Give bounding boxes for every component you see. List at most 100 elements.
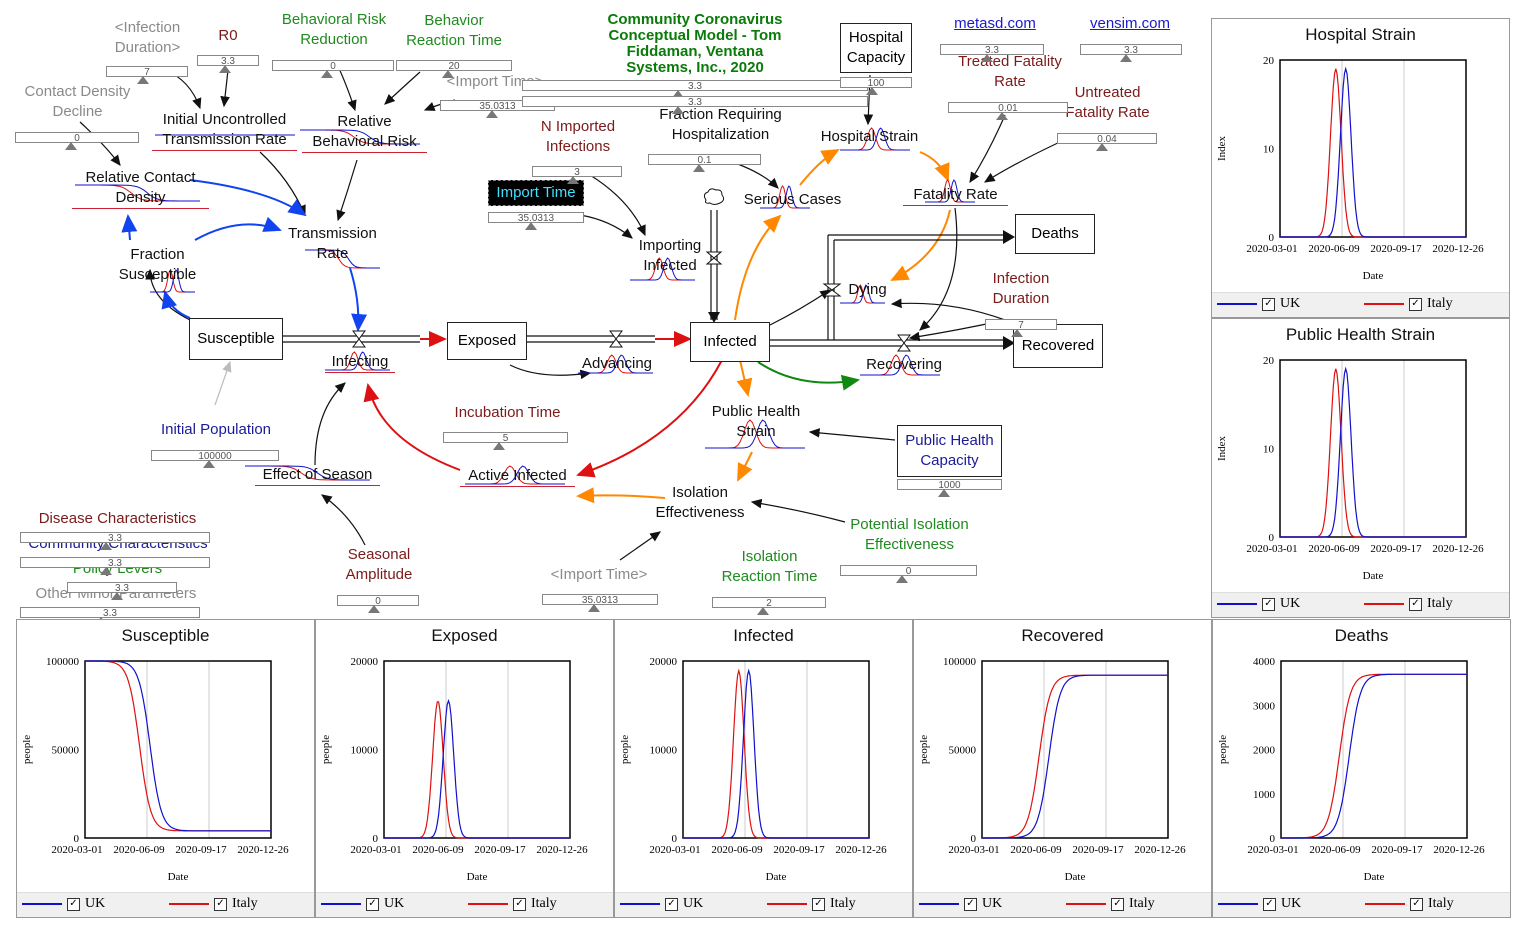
chart-title: Recovered (1021, 626, 1104, 645)
x-tick-label: 2020-06-09 (1010, 844, 1062, 856)
slider-thumb[interactable] (1119, 54, 1132, 62)
legend-item[interactable]: ✓Italy (1066, 896, 1155, 912)
legend-label: UK (1280, 596, 1301, 611)
slider-thumb[interactable] (367, 605, 380, 613)
legend-swatch (1364, 603, 1404, 605)
legend-checkbox[interactable]: ✓ (665, 897, 678, 911)
slider-thumb[interactable] (99, 542, 112, 550)
slider-thumb[interactable] (218, 65, 231, 73)
legend-item[interactable]: ✓Italy (468, 896, 557, 912)
x-tick-label: 2020-09-17 (773, 844, 825, 856)
slider-title-b[interactable]: 3.3 (522, 96, 868, 108)
label-transmission-rate: Transmission Rate (288, 225, 377, 262)
slider-thumb[interactable] (485, 110, 498, 118)
slider-thumb[interactable] (566, 176, 579, 184)
slider-thumb[interactable] (64, 142, 77, 150)
infected-stock[interactable]: Infected (690, 322, 770, 362)
vensim-link[interactable]: vensim.com (1089, 15, 1171, 32)
slider-potential-isolation[interactable]: 0 (840, 565, 977, 577)
x-tick-label: 2020-09-17 (1370, 543, 1422, 555)
deaths-stock[interactable]: Deaths (1015, 214, 1095, 254)
legend-item[interactable]: ✓Italy (1364, 596, 1453, 612)
slider-disease[interactable]: 3.3 (20, 532, 210, 544)
slider-thumb[interactable] (980, 54, 993, 62)
slider-thumb[interactable] (1096, 143, 1108, 151)
slider-thumb[interactable] (320, 70, 333, 78)
legend-checkbox[interactable]: ✓ (513, 897, 526, 911)
legend-item[interactable]: ✓ UK (919, 896, 1002, 912)
hospital-capacity-box[interactable]: Hospital Capacity (840, 23, 912, 73)
slider-thumb[interactable] (136, 76, 149, 84)
slider-thumb[interactable] (757, 607, 770, 615)
slider-thumb[interactable] (1011, 329, 1024, 337)
slider-thumb[interactable] (671, 106, 684, 114)
slider-thumb[interactable] (588, 604, 601, 612)
exposed-stock[interactable]: Exposed (447, 322, 527, 360)
legend-checkbox[interactable]: ✓ (67, 897, 80, 911)
sparkline (578, 354, 653, 374)
legend-checkbox[interactable]: ✓ (1409, 597, 1422, 611)
y-tick-label: 20 (1263, 55, 1275, 67)
legend-checkbox[interactable]: ✓ (964, 897, 977, 911)
legend-swatch (767, 903, 807, 905)
legend-item[interactable]: ✓UK (1218, 896, 1301, 912)
series-line-uk (1280, 366, 1466, 538)
slider-thumb[interactable] (866, 87, 879, 95)
slider-other[interactable]: 3.3 (20, 607, 200, 619)
legend-checkbox[interactable]: ✓ (1262, 297, 1275, 311)
slider-thumb[interactable] (938, 489, 951, 497)
slider-treated-fatality[interactable]: 0.01 (948, 102, 1068, 114)
legend-item[interactable]: ✓UK (1217, 296, 1300, 312)
y-tick-label: 0 (672, 833, 678, 845)
legend-checkbox[interactable]: ✓ (366, 897, 379, 911)
slider-thumb[interactable] (442, 70, 455, 78)
slider-thumb[interactable] (110, 592, 123, 600)
legend-checkbox[interactable]: ✓ (812, 897, 825, 911)
legend-checkbox[interactable]: ✓ (214, 897, 227, 911)
legend-checkbox[interactable]: ✓ (1111, 897, 1124, 911)
legend-item[interactable]: ✓UK (321, 896, 404, 912)
legend-label: Italy (1428, 896, 1454, 911)
y-tick-label: 100000 (46, 656, 80, 668)
model-title: Community Coronavirus Conceptual Model -… (607, 11, 783, 76)
import-time-input[interactable]: Import Time (488, 180, 584, 206)
recovered-stock[interactable]: Recovered (1013, 324, 1103, 368)
legend-item[interactable]: ✓ Italy (1365, 896, 1454, 912)
slider-thumb[interactable] (525, 222, 538, 230)
legend-checkbox[interactable]: ✓ (1410, 897, 1423, 911)
legend-item[interactable]: ✓ UK (1217, 596, 1300, 612)
legend-item[interactable]: ✓ Italy (169, 896, 258, 912)
legend-item[interactable]: ✓Italy (767, 896, 856, 912)
slider-title-a[interactable]: 3.3 (522, 80, 868, 92)
slider-thumb[interactable] (671, 90, 684, 98)
label-initial-uncontrolled-rate: Initial Uncontrolled Transmission Rate (152, 110, 297, 151)
slider-thumb[interactable] (493, 442, 506, 450)
slider-thumb[interactable] (895, 575, 908, 583)
legend-item[interactable]: ✓UK (22, 896, 105, 912)
legend-checkbox[interactable]: ✓ (1262, 597, 1275, 611)
slider-thumb[interactable] (99, 567, 112, 575)
y-axis-label: people (320, 735, 332, 764)
label-disease-characteristics: Disease Characteristics (38, 510, 197, 527)
legend-checkbox[interactable]: ✓ (1409, 297, 1422, 311)
x-tick-label: 2020-12-26 (536, 844, 588, 856)
legend-item[interactable]: ✓ UK (620, 896, 703, 912)
legend-checkbox[interactable]: ✓ (1263, 897, 1276, 911)
slider-community[interactable]: 3.3 (20, 557, 210, 569)
legend-label: UK (683, 896, 704, 911)
slider-contact-density-decline[interactable]: 0 (15, 132, 139, 144)
public-health-capacity-box[interactable]: Public Health Capacity (897, 425, 1002, 477)
slider-behavioral-risk-reduction[interactable]: 0 (272, 60, 394, 72)
slider-thumb[interactable] (202, 460, 215, 468)
legend-item[interactable]: ✓Italy (1364, 296, 1453, 312)
slider-thumb[interactable] (692, 164, 705, 172)
slider-incubation-time[interactable]: 5 (443, 432, 568, 444)
x-tick-label: 2020-12-26 (1432, 543, 1484, 555)
slider-initial-population[interactable]: 100000 (151, 450, 279, 462)
metasd-link[interactable]: metasd.com (954, 15, 1036, 32)
susceptible-stock[interactable]: Susceptible (189, 318, 283, 360)
label-relative-behavioral-risk: Relative Behavioral Risk (302, 112, 427, 153)
legend-label: Italy (232, 896, 258, 911)
legend-label: UK (982, 896, 1003, 911)
slider-thumb[interactable] (996, 112, 1008, 120)
